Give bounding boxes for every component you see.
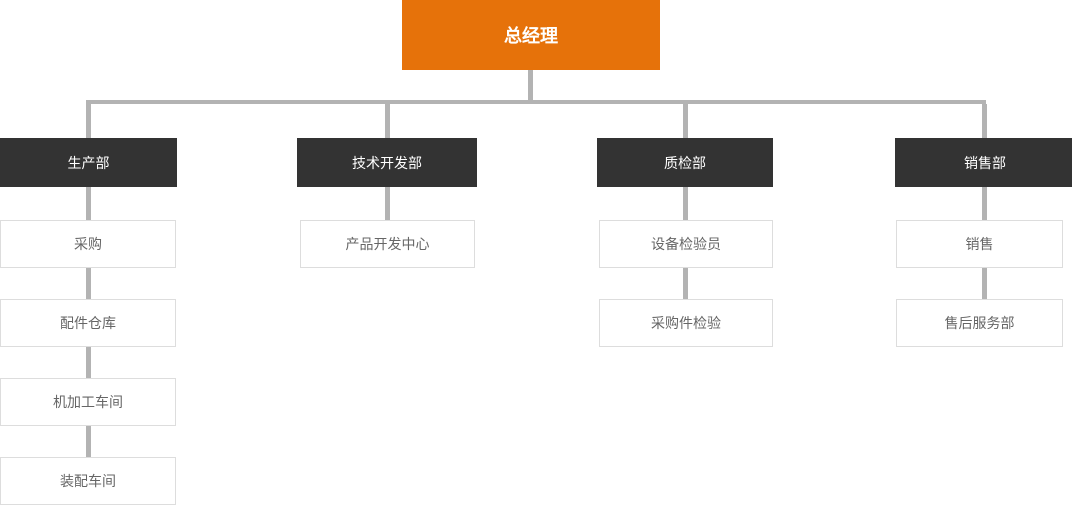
connector-dept-stub	[982, 104, 987, 138]
connector-child-stub	[982, 187, 987, 220]
connector-child-stub	[86, 347, 91, 378]
org-node-department: 质检部	[597, 138, 773, 187]
connector-child-stub	[86, 426, 91, 457]
org-node-child: 产品开发中心	[300, 220, 475, 268]
org-node-child: 设备检验员	[599, 220, 773, 268]
connector-root-stub	[528, 70, 533, 100]
org-node-department: 销售部	[895, 138, 1072, 187]
org-node-child: 售后服务部	[896, 299, 1063, 347]
connector-child-stub	[982, 268, 987, 299]
org-node-department: 技术开发部	[297, 138, 477, 187]
org-node-child: 销售	[896, 220, 1063, 268]
org-node-child: 配件仓库	[0, 299, 176, 347]
connector-dept-stub	[385, 104, 390, 138]
connector-child-stub	[86, 187, 91, 220]
org-node-child: 采购	[0, 220, 176, 268]
connector-child-stub	[683, 187, 688, 220]
org-node-child: 机加工车间	[0, 378, 176, 426]
connector-child-stub	[385, 187, 390, 220]
org-node-department: 生产部	[0, 138, 177, 187]
org-node-child: 装配车间	[0, 457, 176, 505]
org-node-child: 采购件检验	[599, 299, 773, 347]
org-node-root: 总经理	[402, 0, 660, 70]
connector-horizontal	[86, 100, 986, 104]
connector-child-stub	[86, 268, 91, 299]
connector-child-stub	[683, 268, 688, 299]
connector-dept-stub	[683, 104, 688, 138]
connector-dept-stub	[86, 104, 91, 138]
